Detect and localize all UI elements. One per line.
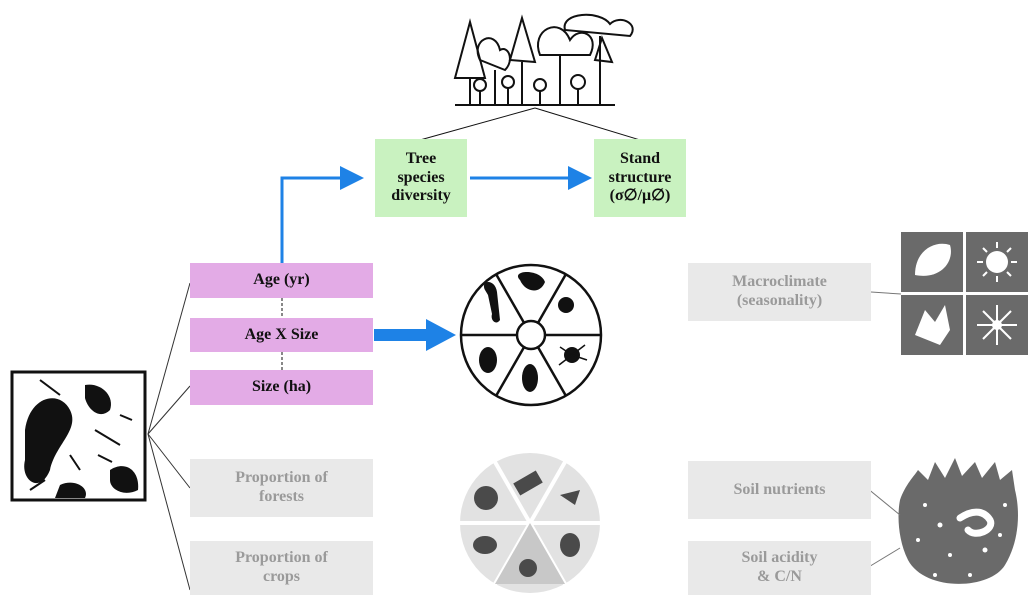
landscape-map-icon [10,370,147,502]
stand-structure-label: Stand structure (σ∅/μ∅) [608,149,672,205]
proportion-crops-box: Proportion of crops [190,541,373,595]
macroclimate-label: Macroclimate (seasonality) [732,273,827,309]
forest-link-structure [534,107,641,141]
macroclimate-icon [901,232,1028,355]
taxa-wheel-icon [459,263,603,407]
macroclimate-box: Macroclimate (seasonality) [688,263,871,321]
forest-trees-icon [453,13,634,106]
age-x-size-box: Age X Size [190,318,373,352]
size-box: Size (ha) [190,370,373,405]
soil-link-nutrients [866,487,901,516]
arrow-patch-to-taxa-head [426,319,456,351]
arrow-age-to-diversity [280,166,364,263]
macro-link [870,291,902,295]
tree-diversity-box: Tree species diversity [375,139,467,217]
age-label: Age (yr) [253,271,310,289]
proportion-crops-label: Proportion of crops [235,549,328,585]
gray-taxa-wheel-icon [460,453,600,593]
landscape-fan [147,282,191,591]
proportion-forests-box: Proportion of forests [190,459,373,517]
soil-acidity-label: Soil acidity & C/N [741,549,818,585]
forest-link-diversity [419,107,536,141]
soil-acidity-box: Soil acidity & C/N [688,541,871,595]
stand-structure-box: Stand structure (σ∅/μ∅) [594,139,686,217]
proportion-forests-label: Proportion of forests [235,469,328,505]
soil-nutrients-box: Soil nutrients [688,461,871,519]
soil-link-acidity [866,547,901,569]
soil-icon [898,458,1018,584]
size-label: Size (ha) [251,378,312,396]
age-box: Age (yr) [190,263,373,298]
soil-nutrients-label: Soil nutrients [733,480,826,498]
age-x-size-label: Age X Size [244,325,319,343]
tree-diversity-label: Tree species diversity [391,149,451,205]
